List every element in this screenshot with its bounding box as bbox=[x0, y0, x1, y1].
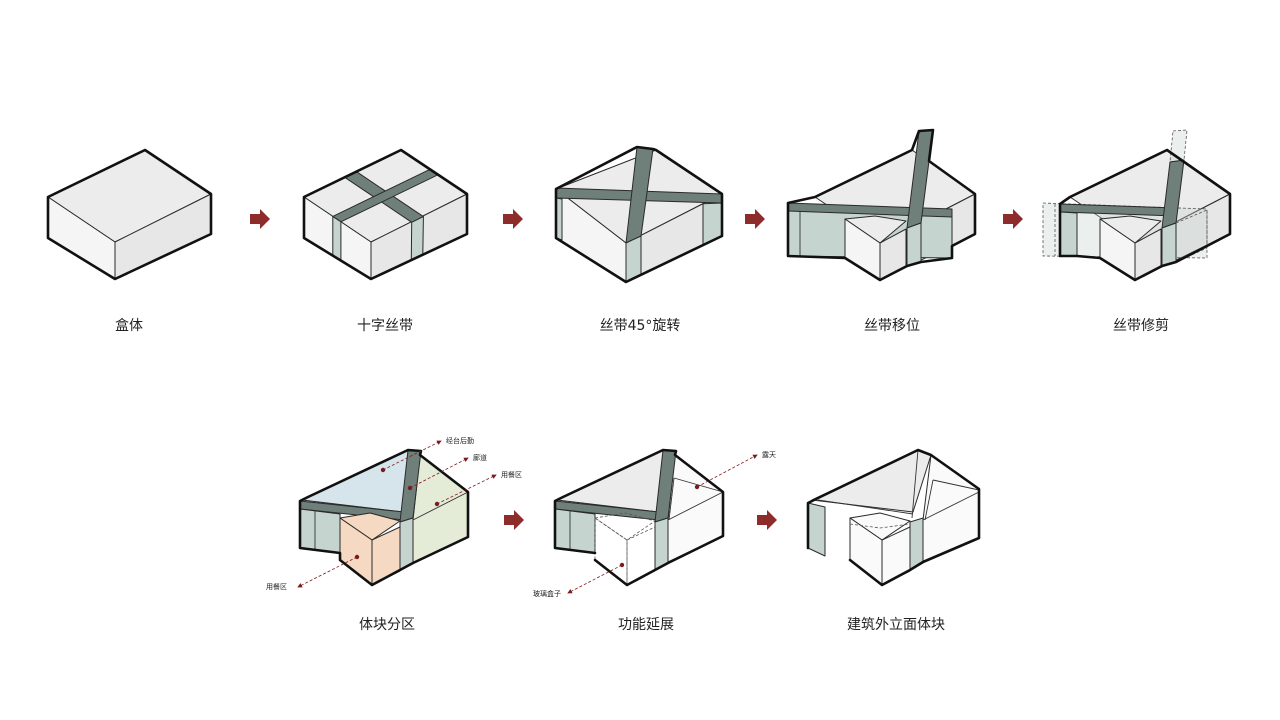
step-box-ribbon-trimmed bbox=[1042, 129, 1232, 282]
right-arrow-icon bbox=[757, 510, 777, 530]
right-wall-inner-edge bbox=[932, 479, 980, 491]
step-label-4: 丝带移位 bbox=[864, 318, 920, 334]
step-label-5: 丝带修剪 bbox=[1113, 318, 1169, 334]
step-label-3: 丝带45°旋转 bbox=[600, 318, 681, 334]
annotation-dot bbox=[694, 484, 700, 490]
right-wall-inner-edge bbox=[924, 479, 934, 521]
box-outline bbox=[46, 148, 213, 281]
right-arrow-icon bbox=[1003, 209, 1023, 229]
annotation-label-glass-box: 玻璃盒子 bbox=[533, 589, 561, 598]
ribbon-vertical-side bbox=[654, 517, 669, 571]
trimmed-ribbon-dotted-lines bbox=[1175, 209, 1208, 263]
right-arrow-icon bbox=[250, 209, 270, 229]
annotation-leader bbox=[567, 564, 623, 594]
right-arrow-icon bbox=[745, 209, 765, 229]
step-label-6: 体块分区 bbox=[359, 617, 415, 633]
annotation-leader bbox=[436, 474, 497, 505]
ribbon-top-line bbox=[911, 449, 919, 519]
ribbon-vertical-side bbox=[399, 517, 414, 571]
annotation-dot bbox=[619, 562, 625, 568]
annotation-dot bbox=[380, 467, 386, 473]
annotation-leader bbox=[696, 454, 758, 488]
right-arrow-icon bbox=[504, 510, 524, 530]
box-outline bbox=[806, 448, 981, 587]
glass-box-right bbox=[626, 526, 656, 586]
annotation-dot bbox=[434, 501, 440, 507]
step-box-plain bbox=[46, 148, 213, 281]
annotation-label-backstage: 经台后勤 bbox=[446, 436, 474, 445]
step-label-7: 功能延展 bbox=[618, 617, 674, 633]
right-arrow-icon bbox=[503, 209, 523, 229]
ribbon-slab-face bbox=[554, 508, 596, 554]
step-box-cross-ribbon bbox=[302, 148, 469, 281]
step-box-ribbon-rotated bbox=[554, 145, 724, 284]
ribbon-a-side bbox=[410, 216, 424, 261]
step-box-function-extension: 露天 玻璃盒子 bbox=[533, 448, 776, 598]
box-outline bbox=[786, 128, 977, 282]
open-air-inner-edge bbox=[673, 477, 724, 493]
left-facade-panel bbox=[807, 502, 826, 557]
glass-box-left bbox=[594, 517, 628, 586]
annotation-label-open-air: 露天 bbox=[762, 451, 776, 459]
annotation-label-dining-lower: 用餐区 bbox=[266, 582, 287, 591]
open-air-inner-edge bbox=[668, 477, 675, 521]
step-box-facade-volume bbox=[806, 448, 981, 587]
ribbon-vertical-side bbox=[906, 222, 922, 267]
ribbon-vertical-side bbox=[1161, 222, 1177, 267]
step-label-2: 十字丝带 bbox=[357, 318, 413, 334]
right-wall-area bbox=[922, 454, 980, 563]
annotation-label-corridor: 廊道 bbox=[473, 453, 487, 462]
annotation-leader bbox=[297, 556, 358, 588]
open-box-dashed-edges bbox=[849, 523, 911, 529]
ribbon-slab-face bbox=[299, 508, 341, 554]
zone-green-edge bbox=[412, 491, 469, 521]
box-outline bbox=[554, 145, 724, 284]
right-wall-edge bbox=[922, 491, 980, 521]
annotation-dot bbox=[354, 554, 360, 560]
annotation-leader bbox=[382, 440, 442, 471]
box-outline bbox=[553, 448, 725, 587]
box-outline bbox=[302, 148, 469, 281]
annotation-dot bbox=[407, 485, 413, 491]
step-box-ribbon-shifted bbox=[786, 128, 977, 282]
step-box-zoning: 经台后勤 廊道 用餐区 用餐区 bbox=[266, 436, 522, 591]
box-outline bbox=[298, 448, 470, 587]
annotation-leader bbox=[409, 457, 469, 489]
ribbon-slab-face bbox=[1059, 211, 1078, 257]
box-outline bbox=[1058, 148, 1232, 282]
step-label-8: 建筑外立面体块 bbox=[847, 617, 945, 633]
annotation-label-dining-upper: 用餐区 bbox=[501, 470, 522, 479]
step-label-1: 盒体 bbox=[115, 317, 143, 334]
open-air-edge bbox=[667, 491, 724, 521]
top-edge-line bbox=[817, 499, 914, 515]
ribbon-b-side bbox=[332, 215, 342, 262]
